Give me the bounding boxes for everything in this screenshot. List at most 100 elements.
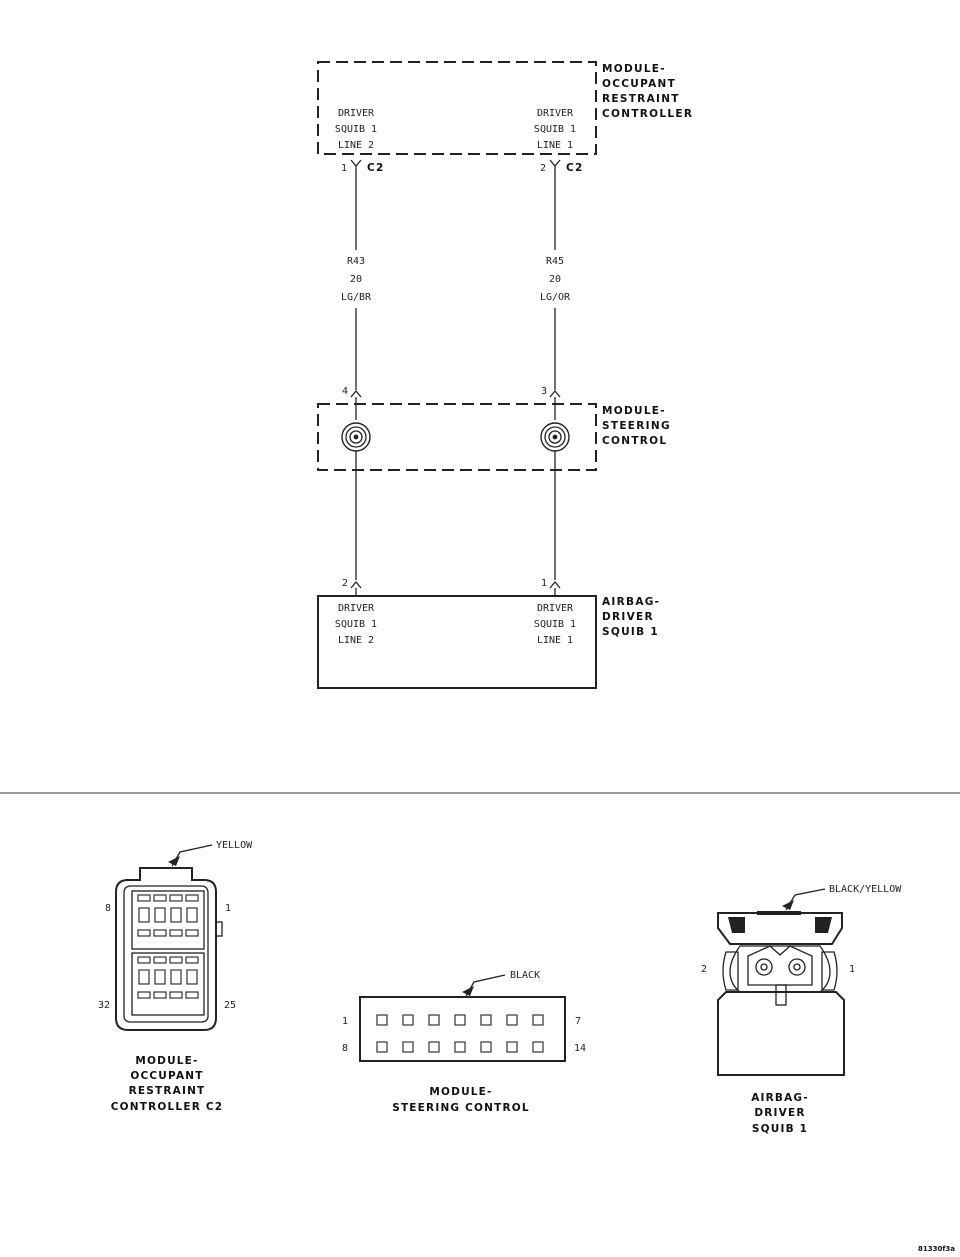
orc-cavity-latch [137, 956, 151, 964]
orc-cavity [154, 969, 166, 985]
wire-r43-color: LG/BR [341, 292, 372, 303]
steering-connector-pin-7: 7 [575, 1016, 581, 1027]
orc-pin-2: 2 [540, 163, 546, 174]
orc-cavity-latch [153, 991, 167, 999]
steering-cavity [428, 1041, 440, 1053]
orc-cavity [138, 969, 150, 985]
orc-cavity-latch [185, 956, 199, 964]
orc-left-label-3: LINE 2 [338, 140, 374, 151]
airbag-right-label-2: SQUIB 1 [534, 619, 576, 630]
clockspring-left-icon [341, 422, 371, 452]
orc-c2-title-1: MODULE- [135, 1055, 198, 1067]
airbag-connector-view [717, 911, 845, 1076]
steering-color-arrow [462, 986, 474, 996]
orc-cavity [186, 969, 198, 985]
airbag-color-leader [785, 888, 826, 911]
steering-cavity [454, 1041, 466, 1053]
steering-color-leader [465, 974, 506, 997]
orc-c2-connector-view [115, 867, 223, 1031]
airbag-title-3: SQUIB 1 [602, 626, 659, 638]
orc-cavity [138, 907, 150, 923]
airbag-pin-2: 2 [342, 578, 348, 589]
orc-cavity-latch [137, 991, 151, 999]
orc-c2-color: YELLOW [216, 840, 253, 851]
steering-cavity [506, 1014, 518, 1026]
steering-connector-color: BLACK [510, 970, 540, 981]
wire-r43-gauge: 20 [350, 274, 362, 285]
steering-connector-title-2: STEERING CONTROL [392, 1102, 530, 1114]
orc-module-box [317, 61, 597, 155]
orc-pin-2-symbol [549, 159, 561, 174]
orc-connector-c2-right: C2 [566, 162, 584, 174]
steering-cavity [454, 1014, 466, 1026]
orc-title-2: OCCUPANT [602, 78, 676, 90]
orc-connector-c2-left: C2 [367, 162, 385, 174]
steering-module-box [317, 403, 597, 471]
steering-cavity [428, 1014, 440, 1026]
steering-pin-4: 4 [342, 386, 348, 397]
orc-cavity-latch [169, 956, 183, 964]
orc-c2-pin-8: 8 [105, 903, 111, 914]
orc-cavity-latch [153, 929, 167, 937]
orc-pin-1-symbol [350, 159, 362, 174]
wire-r45-gauge: 20 [549, 274, 561, 285]
orc-pin-1: 1 [341, 163, 347, 174]
steering-pin-3-symbol [549, 389, 561, 398]
steering-connector-pin-1: 1 [342, 1016, 348, 1027]
airbag-title-1: AIRBAG- [602, 596, 660, 608]
orc-cavity-latch [185, 991, 199, 999]
orc-c2-color-leader [171, 844, 213, 867]
orc-cavity-latch [137, 894, 151, 902]
clockspring-right-icon [540, 422, 570, 452]
figure-id: 81330f3a [918, 1245, 955, 1253]
orc-right-label-2: SQUIB 1 [534, 124, 576, 135]
orc-cavity-latch [169, 894, 183, 902]
orc-c2-pin-grid [137, 894, 199, 999]
steering-cavity [376, 1041, 388, 1053]
wire-r45-color: LG/OR [540, 292, 571, 303]
airbag-pin-2-symbol [350, 580, 362, 589]
orc-cavity [170, 907, 182, 923]
airbag-connector-title-2: DRIVER [754, 1107, 805, 1119]
airbag-title-2: DRIVER [602, 611, 654, 623]
airbag-left-label-3: LINE 2 [338, 635, 374, 646]
steering-pin-3: 3 [541, 386, 547, 397]
airbag-right-label-1: DRIVER [537, 603, 574, 614]
airbag-pin-1: 1 [541, 578, 547, 589]
orc-c2-title-3: RESTRAINT [129, 1085, 206, 1097]
orc-cavity-latch [137, 929, 151, 937]
airbag-connector-pin-1: 1 [849, 964, 855, 975]
steering-connector-pin-grid [376, 1014, 544, 1053]
orc-c2-pin-32: 32 [98, 1000, 110, 1011]
airbag-right-label-3: LINE 1 [537, 635, 573, 646]
airbag-module-box [317, 595, 597, 689]
orc-title-1: MODULE- [602, 63, 666, 75]
steering-cavity [532, 1014, 544, 1026]
airbag-connector-pin-2: 2 [701, 964, 707, 975]
steering-cavity [480, 1041, 492, 1053]
steering-cavity [376, 1014, 388, 1026]
orc-left-label-2: SQUIB 1 [335, 124, 377, 135]
orc-cavity [186, 907, 198, 923]
steering-cavity [480, 1014, 492, 1026]
orc-c2-pin-25: 25 [224, 1000, 236, 1011]
steering-connector-pin-8: 8 [342, 1043, 348, 1054]
airbag-pin-1-symbol [549, 580, 561, 589]
steering-connector-view [359, 996, 566, 1062]
steering-title-3: CONTROL [602, 435, 667, 447]
steering-title-2: STEERING [602, 420, 671, 432]
orc-cavity [170, 969, 182, 985]
orc-cavity-latch [153, 956, 167, 964]
orc-title-3: RESTRAINT [602, 93, 680, 105]
airbag-connector-title-1: AIRBAG- [751, 1092, 809, 1104]
wire-r45-circuit: R45 [546, 256, 564, 267]
steering-cavity [506, 1041, 518, 1053]
steering-pin-4-symbol [350, 389, 362, 398]
airbag-connector-title-3: SQUIB 1 [752, 1123, 808, 1135]
steering-connector-title-1: MODULE- [429, 1086, 492, 1098]
orc-cavity-latch [185, 929, 199, 937]
orc-c2-title-2: OCCUPANT [130, 1070, 203, 1082]
orc-cavity-latch [185, 894, 199, 902]
steering-cavity [402, 1014, 414, 1026]
